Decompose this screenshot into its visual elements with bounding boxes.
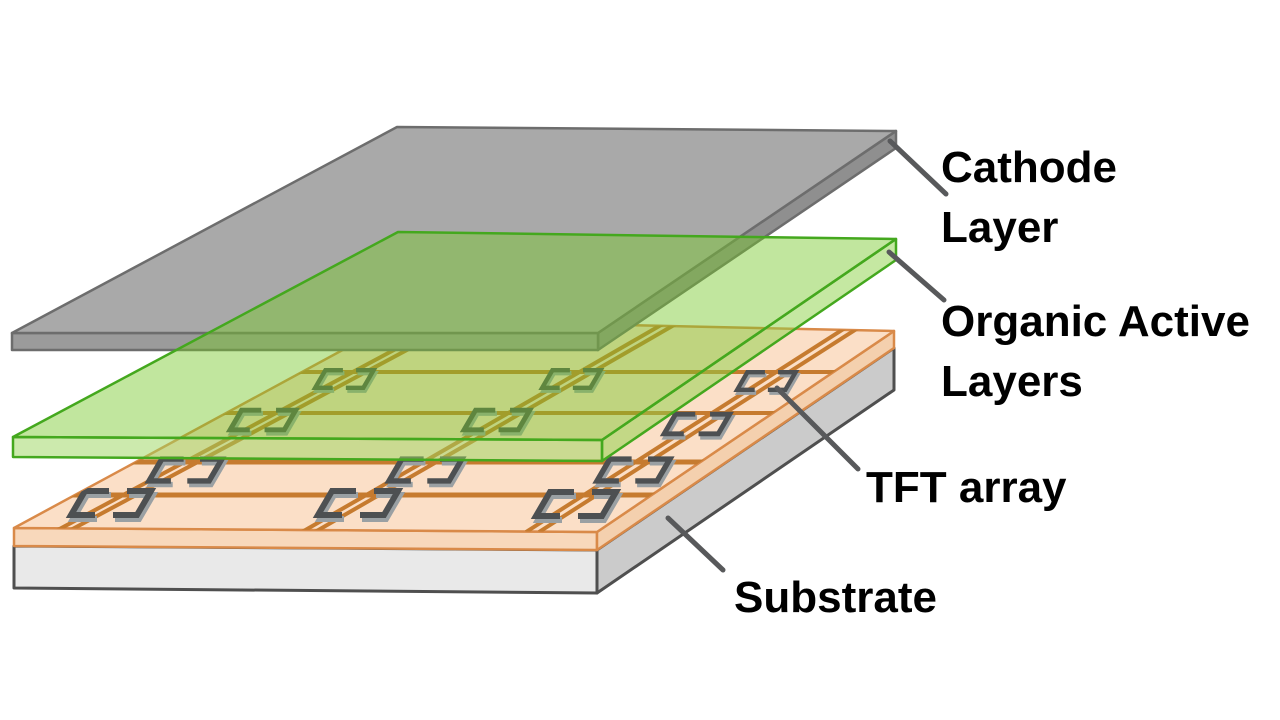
organic-label-line1: Organic Active bbox=[941, 297, 1250, 346]
substrate-label-line1: Substrate bbox=[734, 573, 937, 622]
organic-top-face bbox=[11, 230, 898, 442]
substrate-front-face bbox=[12, 544, 599, 595]
tft-label-line1: TFT array bbox=[866, 463, 1067, 512]
tft-column-line bbox=[524, 320, 858, 532]
cathode-leader-line bbox=[887, 138, 949, 197]
organic-active-layer bbox=[11, 230, 898, 463]
substrate-label: Substrate bbox=[734, 568, 937, 628]
substrate-leader-line bbox=[665, 515, 726, 573]
cathode-label: Cathode Layer bbox=[941, 138, 1117, 258]
cathode-layer bbox=[10, 125, 898, 352]
tft-label: TFT array bbox=[866, 458, 1067, 518]
organic-leader-line bbox=[886, 249, 947, 303]
tft-column-line bbox=[53, 320, 449, 532]
tft-column-line bbox=[301, 320, 669, 532]
cathode-label-line1: Cathode bbox=[941, 143, 1117, 192]
organic-label-line2: Layers bbox=[941, 357, 1083, 406]
organic-label: Organic Active Layers bbox=[941, 292, 1250, 412]
substrate-layer bbox=[12, 346, 896, 595]
leader-lines bbox=[665, 138, 949, 573]
cathode-label-line2: Layer bbox=[941, 203, 1059, 252]
cathode-top-face bbox=[10, 125, 898, 335]
tft-leader-line bbox=[774, 385, 861, 472]
